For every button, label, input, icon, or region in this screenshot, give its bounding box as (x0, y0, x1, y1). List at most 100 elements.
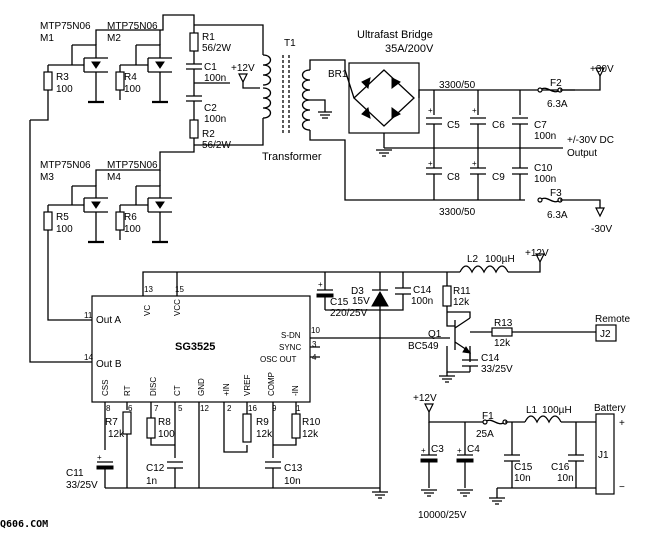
pin-num: 1 (296, 404, 301, 413)
neg-out-arrow-icon (595, 207, 605, 218)
vplus-arrow-icon (535, 253, 545, 264)
pin-osc-out: OSC OUT (260, 355, 297, 364)
battery-label: Battery (594, 403, 626, 414)
c5-ref: C5 (447, 120, 460, 131)
battery-vplus-arrow-icon (424, 403, 434, 414)
l1-ref: L1 (526, 405, 538, 416)
sg3525-ic: SG3525 Out A Out B 11 14 VC VCC 13 15 S-… (84, 271, 410, 413)
c12-ref: C12 (146, 463, 165, 474)
c15-value: 220/25V (330, 308, 368, 319)
battery-plus: + (619, 418, 625, 429)
remote-circuit: R11 12k J2 Remote R13 12k Q1 BC549 C14 3… (408, 272, 630, 383)
battery-bulk-label: 10000/25V (418, 510, 467, 521)
r5-value: 100 (56, 224, 73, 235)
resistor-r5: R5 100 (43, 204, 73, 262)
q1-part: BC549 (408, 341, 439, 352)
transformer-supply: +12V (231, 63, 255, 74)
l2-ref: L2 (467, 254, 479, 265)
resistor-r4: R4 100 (115, 64, 141, 100)
r11-ref: R11 (453, 286, 471, 297)
c3-ref: C3 (431, 444, 444, 455)
pin-num: 7 (154, 404, 159, 413)
m2-part: MTP75N06 (107, 21, 158, 32)
r1-value: 56/2W (202, 43, 231, 54)
battery-minus: − (619, 482, 625, 493)
r6-ref: R6 (124, 212, 137, 223)
supply-filter: + +12V L2 100µH D3 15V C15 220/25V C14 1… (316, 248, 549, 499)
c13-value: 10n (284, 476, 301, 487)
pin-vref: VREF (243, 375, 252, 396)
pin-sdn: S-DN (281, 331, 301, 340)
c15b-ref: C15 (514, 462, 533, 473)
c16-value: 10n (557, 473, 574, 484)
pin-num: 10 (311, 326, 320, 335)
c16-ref: C16 (551, 462, 570, 473)
svg-text:+: + (428, 106, 433, 115)
svg-text:+: + (472, 106, 477, 115)
battery-vplus-label: +12V (413, 393, 437, 404)
t1-ref: T1 (284, 38, 296, 49)
f1-ref: F1 (482, 411, 494, 422)
c2-value: 100n (204, 114, 226, 125)
c11-value: 33/25V (66, 480, 98, 491)
c7-ref: C7 (534, 120, 547, 131)
pin-num: 8 (106, 404, 111, 413)
pin-num: 3 (312, 340, 317, 349)
c11-ref: C11 (66, 468, 84, 479)
c2-ref: C2 (204, 103, 217, 114)
c1-value: 100n (204, 73, 226, 84)
c1-ref: C1 (204, 62, 217, 73)
pin-css: CSS (101, 380, 110, 396)
snubber-network: R1 56/2W C1 100n C2 100n R2 56/2W (186, 25, 231, 151)
r4-ref: R4 (124, 72, 137, 83)
svg-text:+: + (472, 159, 477, 168)
j1-ref: J1 (598, 450, 609, 461)
output-desc-1: +/-30V DC (567, 135, 614, 146)
neg-out-label: -30V (591, 224, 612, 235)
pin-num: 6 (128, 404, 133, 413)
output-desc-2: Output (567, 148, 597, 159)
pin-vcc: VCC (173, 299, 182, 316)
pin-plus-in: +IN (222, 383, 231, 396)
f2-ref: F2 (550, 78, 562, 89)
resistor-r6: R6 100 (115, 204, 141, 240)
m1-ref: M1 (40, 33, 54, 44)
c4-ref: C4 (467, 444, 480, 455)
timing-network: + R7 12k R8 100 R9 12k R10 12k C11 33/25… (66, 402, 380, 491)
c9-ref: C9 (492, 172, 505, 183)
output-filter: 3300/50 3300/50 ++ ++ C5 C6 C8 C9 C7 100… (376, 64, 614, 235)
m1-part: MTP75N06 (40, 21, 91, 32)
bridge-title: Ultrafast Bridge (357, 29, 433, 41)
f3-ref: F3 (550, 188, 562, 199)
pin-num: 12 (200, 404, 209, 413)
pin-num: 14 (84, 353, 93, 362)
m3-ref: M3 (40, 172, 54, 183)
r8-ref: R8 (158, 417, 171, 428)
r10-ref: R10 (302, 417, 321, 428)
m4-part: MTP75N06 (107, 160, 158, 171)
vplus-label: +12V (525, 248, 549, 259)
pos-out-arrow-icon (595, 67, 605, 78)
pin-num: 5 (178, 404, 183, 413)
f1-value: 25A (476, 429, 494, 440)
c8-ref: C8 (447, 172, 460, 183)
bulk-top-label: 3300/50 (439, 80, 476, 91)
l2-value: 100µH (485, 254, 515, 265)
pin-num: 11 (84, 311, 93, 320)
pin-num: 16 (248, 404, 257, 413)
pin-ct: CT (173, 385, 182, 396)
c10-ref: C10 (534, 163, 553, 174)
c15b-value: 10n (514, 473, 531, 484)
r5-ref: R5 (56, 212, 69, 223)
svg-text:+: + (428, 159, 433, 168)
r1-ref: R1 (202, 32, 215, 43)
watermark-text: Q606.COM (0, 519, 48, 530)
f3-value: 6.3A (547, 210, 568, 221)
r7-ref: R7 (105, 417, 118, 428)
c14-ref: C14 (413, 285, 432, 296)
transformer-label: Transformer (262, 151, 322, 163)
bridge-br1: Ultrafast Bridge 35A/200V BR1 (328, 29, 575, 148)
bulk-bottom-label: 3300/50 (439, 207, 476, 218)
supply-arrow-icon (238, 73, 248, 84)
d3-ref: D3 (351, 286, 364, 297)
